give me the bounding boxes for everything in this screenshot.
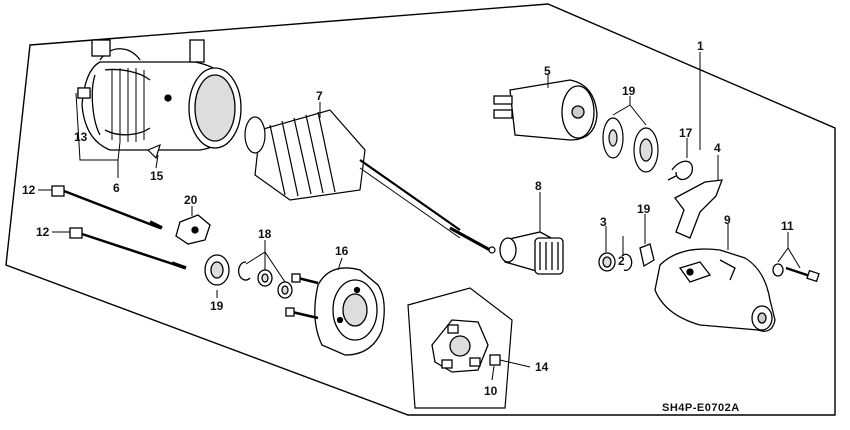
callout-5: 5 bbox=[544, 64, 551, 78]
armature bbox=[244, 109, 496, 254]
assembly-boundary bbox=[5, 3, 836, 416]
callout-19-middle: 19 bbox=[637, 202, 651, 216]
yoke-coil-windings bbox=[111, 68, 145, 142]
callout-12-upper: 12 bbox=[22, 183, 36, 197]
spring-part-17 bbox=[667, 160, 693, 181]
oil-seal-part-19 bbox=[204, 254, 230, 286]
callout-6: 6 bbox=[113, 181, 120, 195]
callout-7: 7 bbox=[316, 89, 323, 103]
overrunning-clutch bbox=[499, 231, 564, 275]
solenoid-switch bbox=[493, 79, 598, 141]
brush-part-10 bbox=[489, 354, 501, 366]
callout-19-top: 19 bbox=[622, 84, 636, 98]
washer-set-part-18 bbox=[237, 261, 293, 299]
callout-1: 1 bbox=[697, 39, 704, 53]
bolt-part-11 bbox=[772, 263, 820, 283]
bracket-part-20 bbox=[175, 214, 211, 245]
brush-holder-box bbox=[407, 287, 513, 409]
gasket-set-top bbox=[602, 117, 659, 173]
brush-holder-part-14 bbox=[431, 319, 489, 373]
callout-20: 20 bbox=[184, 193, 198, 207]
callout-17: 17 bbox=[679, 126, 693, 140]
callout-9: 9 bbox=[724, 213, 731, 227]
callout-19-lower: 19 bbox=[210, 299, 224, 313]
end-cover-part-16 bbox=[285, 267, 385, 356]
callout-12-lower: 12 bbox=[36, 225, 50, 239]
screw-part-15 bbox=[146, 143, 161, 160]
leader-lines bbox=[38, 52, 801, 381]
callout-4: 4 bbox=[714, 141, 721, 155]
callout-11: 11 bbox=[781, 219, 794, 233]
shift-lever-part-4 bbox=[674, 179, 723, 239]
stop-collar-part-3 bbox=[598, 252, 616, 272]
drawing-code: SH4P-E0702A bbox=[662, 402, 740, 414]
snap-ring-part-2 bbox=[621, 253, 633, 271]
drive-end-housing bbox=[654, 248, 776, 332]
brush-part-13 bbox=[77, 87, 91, 99]
callout-8: 8 bbox=[535, 179, 542, 193]
yoke-housing bbox=[77, 39, 242, 151]
callout-3: 3 bbox=[600, 215, 607, 229]
through-bolt-lower bbox=[69, 227, 187, 270]
callout-15: 15 bbox=[150, 169, 164, 183]
callout-10: 10 bbox=[484, 384, 498, 398]
through-bolt-upper bbox=[51, 185, 163, 230]
callout-16: 16 bbox=[335, 244, 349, 258]
callout-18: 18 bbox=[258, 227, 272, 241]
rubber-seal-part-19 bbox=[639, 243, 655, 268]
callout-13: 13 bbox=[74, 130, 88, 144]
callout-14: 14 bbox=[535, 360, 549, 374]
callout-2: 2 bbox=[618, 254, 625, 268]
